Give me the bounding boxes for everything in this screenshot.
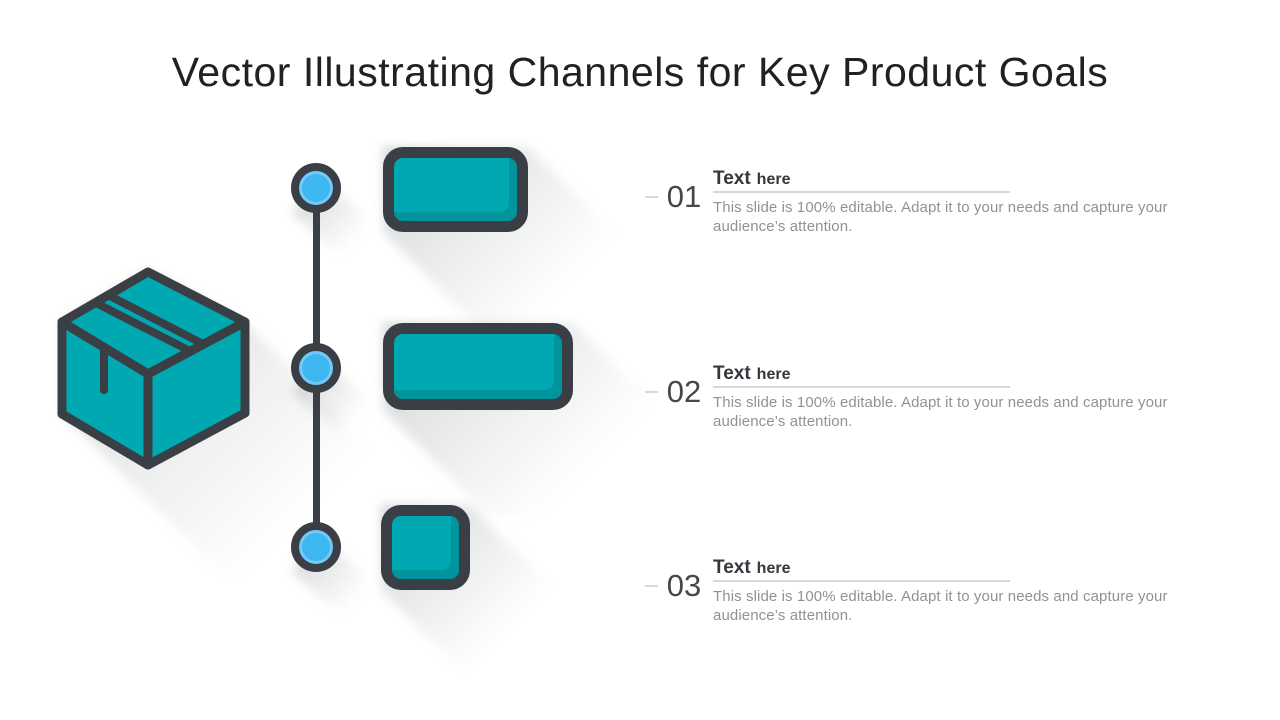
section-number: 01 [666,179,702,214]
section-body-text: This slide is 100% editable. Adapt it to… [713,394,1168,430]
section-dash [645,585,658,587]
timeline-node-3 [291,522,341,572]
timeline-node-2 [291,343,341,393]
section-heading-light: here [756,366,791,383]
section-underline [713,191,1010,193]
section-underline [713,386,1010,388]
box-tape-line-2 [94,299,192,355]
section-underline [713,580,1010,582]
goal-bar-2 [383,323,573,410]
section-number: 02 [666,374,702,409]
section-heading-strong: Text [713,557,751,578]
section-heading-light: here [756,560,791,577]
section-2: 02 Text here This slide is 100% editable.… [645,362,1220,472]
section-heading-strong: Text [713,168,751,189]
slide-title: Vector Illustrating Channels for Key Pro… [171,49,1109,96]
section-1: 01 Text here This slide is 100% editable.… [645,167,1220,277]
section-heading-light: here [756,171,791,188]
section-heading-strong: Text [713,363,751,384]
package-box-icon [57,267,250,470]
goal-bar-1 [383,147,528,232]
section-number: 03 [666,568,702,603]
section-dash [645,391,658,393]
section-heading: Text here [713,556,790,580]
timeline-node-1 [291,163,341,213]
section-heading: Text here [713,362,790,386]
box-tape-line-1 [106,291,205,348]
section-body-text: This slide is 100% editable. Adapt it to… [713,588,1168,624]
section-dash [645,196,658,198]
section-3: 03 Text here This slide is 100% editable.… [645,556,1220,666]
goal-bar-3 [381,505,470,590]
box-right-face [143,317,250,470]
section-body-text: This slide is 100% editable. Adapt it to… [713,199,1168,235]
section-heading: Text here [713,167,790,191]
